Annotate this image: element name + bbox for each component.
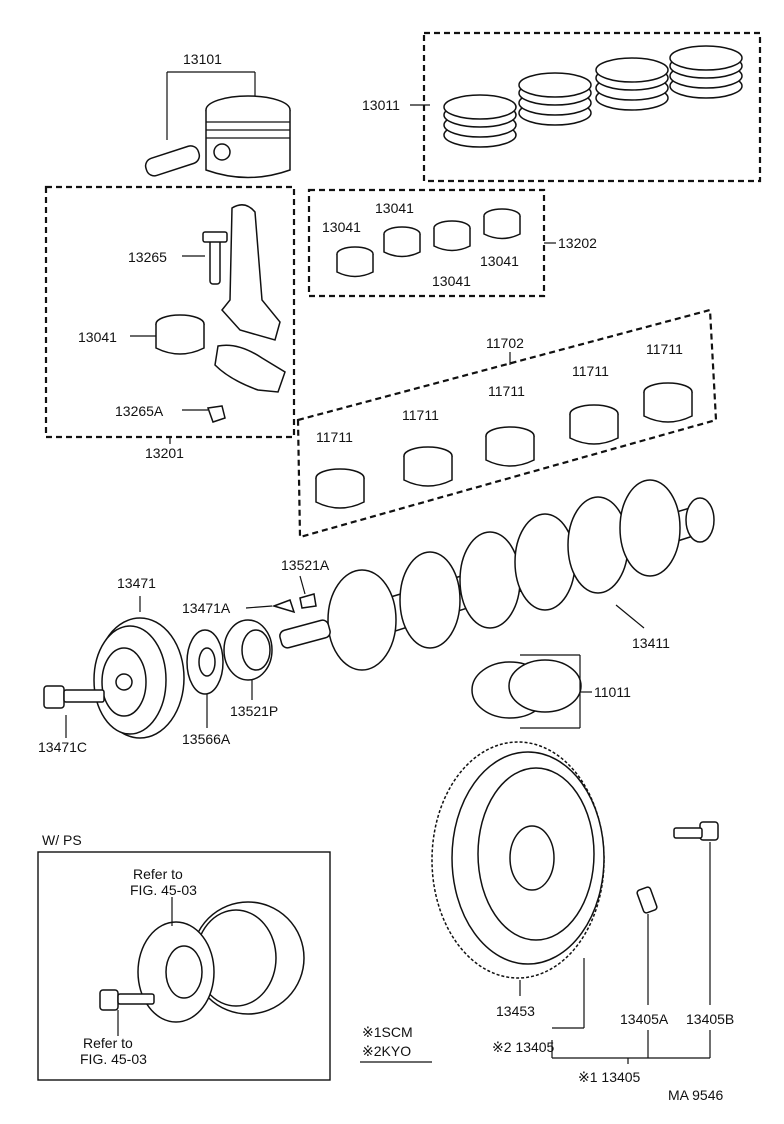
conrod-bearing-pair <box>155 314 205 355</box>
inset-refer-top-line2: FIG. 45-03 <box>130 882 197 898</box>
conrod-bearings <box>336 208 521 278</box>
part-label-13411: 13411 <box>632 635 670 651</box>
part-label-13041-conrod: 13041 <box>78 329 117 345</box>
crankshaft <box>279 479 715 671</box>
part-label-13041-d: 13041 <box>432 273 471 289</box>
flywheel-bolt <box>673 821 719 841</box>
part-label-13471c: 13471C <box>38 739 87 755</box>
part-label-11702: 11702 <box>486 335 524 351</box>
part-label-13405a: 13405A <box>620 1011 669 1027</box>
part-label-13471: 13471 <box>117 575 156 591</box>
flywheel-dowel <box>636 886 658 914</box>
inset-pulleys <box>137 901 305 1023</box>
part-label-11011: 11011 <box>594 684 631 700</box>
legend-note-1: ※1SCM <box>362 1024 413 1040</box>
part-label-13041-b: 13041 <box>322 219 361 235</box>
inset-refer-top-line1: Refer to <box>133 866 183 882</box>
inset-refer-bottom-line2: FIG. 45-03 <box>80 1051 147 1067</box>
figure-code: MA 9546 <box>668 1087 723 1103</box>
inset-bolt <box>99 989 155 1011</box>
part-label-13521p: 13521P <box>230 703 278 719</box>
pulley-bolt <box>43 685 105 709</box>
part-label-13405-scm: ※1 13405 <box>578 1069 641 1085</box>
woodruff-keys <box>271 593 317 614</box>
conrod-bearing-set-box <box>307 188 546 298</box>
part-label-13265: 13265 <box>128 249 167 265</box>
inset-refer-bottom-line1: Refer to <box>83 1035 133 1051</box>
connecting-rod <box>202 204 286 423</box>
thrust-washers <box>471 659 582 719</box>
legend-note-2: ※2KYO <box>362 1043 411 1059</box>
inset-title: W/ PS <box>42 832 82 848</box>
part-label-13405-kyo: ※2 13405 <box>492 1039 555 1055</box>
part-label-13265a: 13265A <box>115 403 164 419</box>
part-label-13405b: 13405B <box>686 1011 734 1027</box>
oil-slinger <box>186 629 224 695</box>
part-label-11711-c: 11711 <box>488 383 525 399</box>
part-label-13041-e: 13041 <box>480 253 519 269</box>
part-label-11711-e: 11711 <box>646 341 683 357</box>
part-label-13566a: 13566A <box>182 731 231 747</box>
part-label-13101: 13101 <box>183 51 222 67</box>
timing-gear <box>223 619 273 681</box>
part-label-13011: 13011 <box>362 97 400 113</box>
part-label-13453: 13453 <box>496 1003 535 1019</box>
part-label-11711-a: 11711 <box>316 429 353 445</box>
crankshaft-pulley <box>93 617 185 739</box>
flywheel <box>431 741 605 979</box>
part-label-13471a: 13471A <box>182 600 231 616</box>
inset-power-steering-box <box>37 851 331 1081</box>
piston-assembly <box>144 71 291 179</box>
main-bearings <box>315 382 693 509</box>
part-label-11711-b: 11711 <box>402 407 439 423</box>
part-label-13521a: 13521A <box>281 557 330 573</box>
piston-ring-set-box <box>422 31 762 183</box>
part-label-13201: 13201 <box>145 445 184 461</box>
main-bearing-set-box <box>296 308 718 539</box>
piston-ring-sets <box>443 45 743 148</box>
part-label-13041-c: 13041 <box>375 200 414 216</box>
part-label-13202: 13202 <box>558 235 597 251</box>
part-label-11711-d: 11711 <box>572 363 609 379</box>
